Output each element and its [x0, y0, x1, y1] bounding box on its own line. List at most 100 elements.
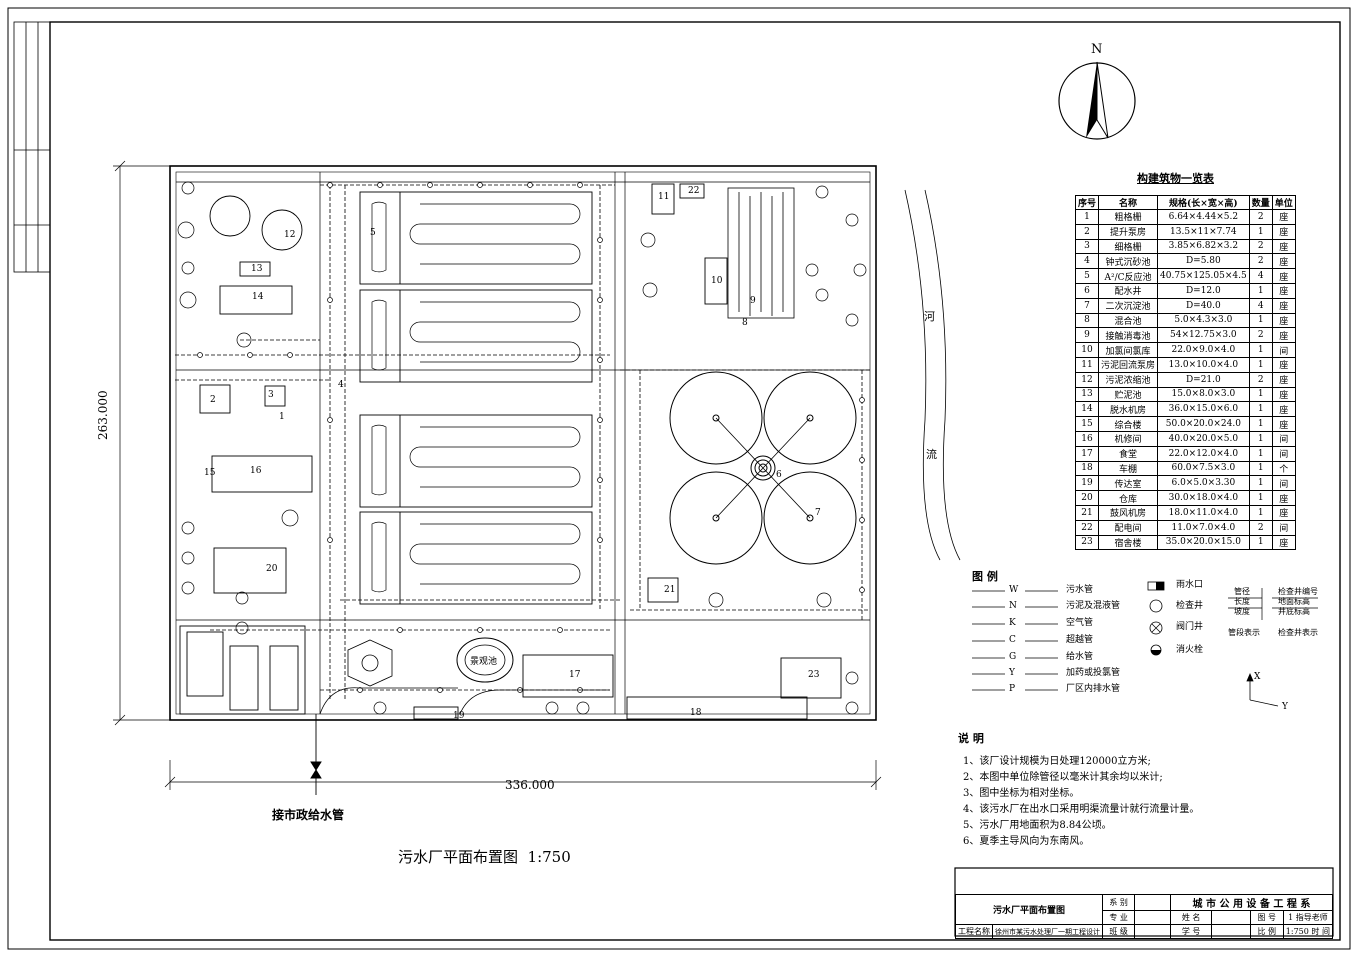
cell: 18 — [1074, 460, 1100, 477]
dimension-horizontal: 336.000 — [505, 778, 555, 792]
cell: 3.85×6.82×3.2 — [1157, 238, 1250, 255]
legend-symbol-label: 阀门井 — [1176, 622, 1204, 632]
building-label: 1 — [279, 412, 285, 422]
fire-hydrant-icon — [1150, 644, 1162, 656]
landscape-pond — [456, 637, 514, 683]
site-boundary — [169, 165, 877, 721]
cell: 15.0×8.0×3.0 — [1157, 386, 1250, 403]
cell: 座 — [1271, 282, 1296, 299]
cell: 座 — [1271, 312, 1296, 329]
cell: 1 — [1248, 490, 1273, 506]
cell: 1 — [1248, 312, 1273, 329]
title-block-cell — [1134, 924, 1171, 939]
notes-title: 说 明 — [958, 732, 984, 745]
legend-code: K — [1009, 618, 1016, 628]
cell: 车棚 — [1098, 460, 1159, 477]
legend-label: 污水管 — [1066, 585, 1094, 595]
title-block-drawing-name: 污水厂平面布置图 — [955, 894, 1103, 925]
dimension-vertical: 263.000 — [96, 390, 110, 440]
cell: D=5.80 — [1157, 253, 1250, 270]
building-label: 15 — [204, 468, 216, 478]
rain-inlet-icon — [1147, 581, 1165, 591]
building-label: 7 — [815, 508, 821, 518]
well-key-label: 地面标高 — [1278, 597, 1310, 606]
pond-label: 景观池 — [470, 657, 498, 667]
cell: 座 — [1271, 297, 1296, 314]
cell: 1 — [1248, 386, 1273, 403]
title-block-cell — [1211, 910, 1251, 925]
title-block-cell: 1 — [1288, 913, 1294, 922]
legend-symbol-label: 检查井 — [1176, 601, 1204, 611]
building-label: 19 — [453, 711, 465, 721]
cell: A²/C反应池 — [1098, 268, 1159, 284]
title-block-cell: 比 例 — [1249, 924, 1284, 939]
cell: 22 — [1074, 519, 1100, 536]
cell: 11 — [1074, 356, 1100, 373]
cell: 座 — [1271, 327, 1296, 344]
cell: 钟式沉砂池 — [1098, 253, 1159, 270]
pipe-network — [175, 184, 870, 700]
title-block-cell — [1134, 894, 1171, 911]
table-header-row: 序号 名称 规格(长×宽×高) 数量 单位 — [1074, 195, 1296, 210]
title-block-cell — [1211, 924, 1251, 939]
well-key-label: 管径 — [1234, 587, 1250, 596]
title-block-cell: 姓 名 — [1169, 910, 1213, 925]
drawing-title: 污水厂平面布置图 1:750 — [398, 848, 571, 866]
building-label: 22 — [688, 186, 700, 196]
building-label: 12 — [284, 230, 296, 240]
cell: 2 — [1248, 238, 1273, 255]
inner-border — [49, 21, 1341, 941]
river-label-2: 流 — [926, 448, 937, 461]
cell: 1 — [1248, 416, 1273, 432]
title-block-cell: 时 间 — [1311, 927, 1330, 936]
legend-label: 污泥及混液管 — [1066, 601, 1121, 611]
cell: 鼓风机房 — [1098, 504, 1159, 521]
contact-disinfection-tanks — [727, 187, 795, 319]
building-label: 11 — [658, 192, 670, 202]
cell: 6.0×5.0×3.30 — [1157, 475, 1250, 492]
building-label: 18 — [690, 708, 702, 718]
title-block-cell: 1:750 时 间 — [1282, 924, 1334, 939]
building-label: 2 — [210, 395, 216, 405]
legend-symbol-label: 消火栓 — [1176, 645, 1204, 655]
cell: 1 — [1248, 445, 1273, 462]
building-label: 14 — [252, 292, 264, 302]
well-key-caption: 检查井表示 — [1278, 628, 1318, 637]
cell: 二次沉淀池 — [1098, 297, 1159, 314]
well-key-caption: 管段表示 — [1228, 628, 1260, 637]
cell: 14 — [1074, 401, 1100, 418]
cell: 提升泵房 — [1098, 223, 1159, 240]
a2o-channels — [371, 201, 581, 593]
cell: 1 — [1248, 460, 1273, 477]
internal-roads — [176, 172, 870, 714]
cell: D=40.0 — [1157, 297, 1250, 314]
building-label: 5 — [370, 228, 376, 238]
cell: 2 — [1248, 371, 1273, 388]
valve-well-icon — [1149, 621, 1163, 635]
cell: 4 — [1074, 253, 1100, 270]
cell: 17 — [1074, 445, 1100, 462]
cell: 1 — [1248, 430, 1273, 447]
cell: 4 — [1248, 297, 1273, 314]
north-arrow-icon — [1058, 61, 1136, 140]
building-label: 21 — [664, 585, 676, 595]
secondary-clarifiers — [669, 371, 857, 565]
cell: 座 — [1271, 416, 1296, 432]
title-block-cell: 学 号 — [1169, 924, 1213, 939]
note-item: 5、污水厂用地面积为8.84公顷。 — [963, 820, 1112, 831]
cell: 1 — [1248, 504, 1273, 521]
title-block-project: 徐州市某污水处理厂一期工程设计 — [992, 924, 1103, 939]
cell: 座 — [1271, 253, 1296, 270]
manhole-icon — [1149, 599, 1163, 613]
cell: 2 — [1248, 519, 1273, 536]
xy-axes-icon — [1246, 672, 1279, 707]
cell: 座 — [1271, 386, 1296, 403]
axis-x-label: X — [1254, 672, 1261, 682]
legend-label: 厂区内排水管 — [1066, 684, 1121, 694]
